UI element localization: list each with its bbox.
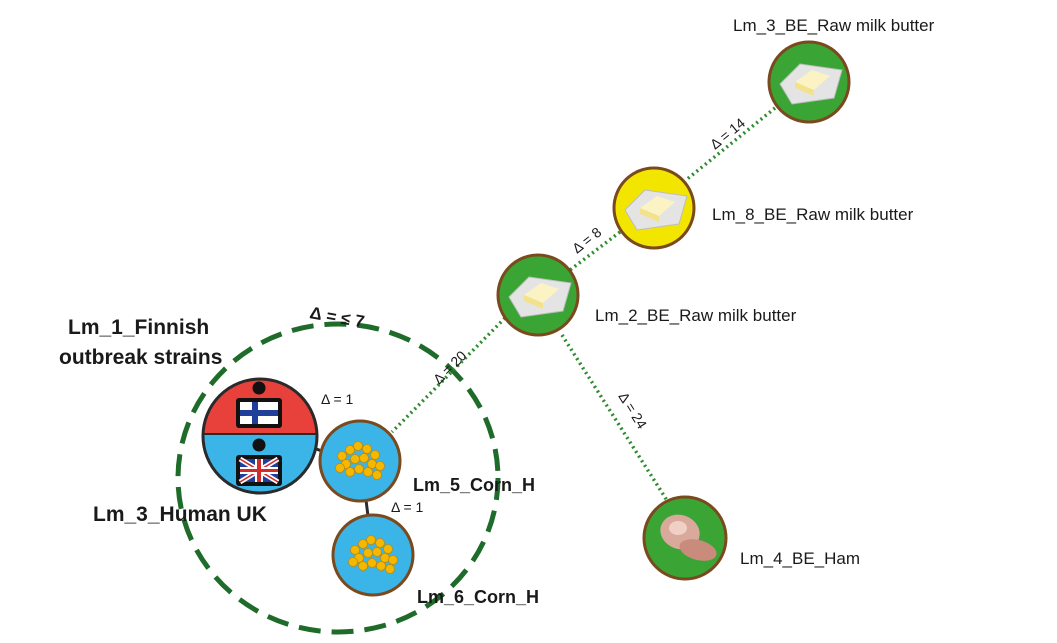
edges xyxy=(390,106,777,503)
node-lm8-butter[interactable] xyxy=(612,166,696,250)
label-lm5-corn: Lm_5_Corn_H xyxy=(413,475,535,495)
edge-label-lm2-lm4: Δ = 24 xyxy=(615,389,650,432)
edge-label-lm5-lm6: Δ = 1 xyxy=(391,499,424,515)
butter-icon xyxy=(779,63,843,105)
edge-lm3-lm8 xyxy=(684,106,777,182)
edge-lm2-lm5 xyxy=(390,316,507,434)
label-lm3-butter: Lm_3_BE_Raw milk butter xyxy=(733,16,935,35)
ham-icon xyxy=(660,514,717,561)
label-human-top-line1: Lm_1_Finnish xyxy=(68,316,209,339)
finland-flag-person-icon xyxy=(236,381,282,428)
edge-label-human-lm5: Δ = 1 xyxy=(321,391,354,407)
node-lm5-corn[interactable] xyxy=(318,419,402,503)
butter-icon xyxy=(508,276,572,318)
label-lm2-butter: Lm_2_BE_Raw milk butter xyxy=(595,306,797,325)
cluster-boundary xyxy=(175,321,501,635)
label-human-top-line2: outbreak strains xyxy=(59,346,222,369)
cluster-label: Δ = ≤ 7 xyxy=(308,303,366,331)
label-lm4-ham: Lm_4_BE_Ham xyxy=(740,549,860,568)
label-lm8-butter: Lm_8_BE_Raw milk butter xyxy=(712,205,914,224)
butter-icon xyxy=(624,189,688,231)
edge-lm5-lm6 xyxy=(364,499,370,517)
node-lm6-corn[interactable] xyxy=(331,513,415,597)
edge-label-lm8-lm2: Δ = 8 xyxy=(569,224,604,257)
corn-icon xyxy=(335,441,385,480)
label-lm6-corn: Lm_6_Corn_H xyxy=(417,587,539,607)
uk-flag-person-icon xyxy=(236,438,282,486)
corn-icon xyxy=(348,535,398,574)
node-lm2-butter[interactable] xyxy=(496,253,580,337)
label-human-bottom: Lm_3_Human UK xyxy=(93,503,267,526)
node-lm4-ham[interactable] xyxy=(642,495,728,581)
node-human[interactable] xyxy=(200,376,320,496)
node-lm3-butter[interactable] xyxy=(767,40,851,124)
edge-lm2-lm4 xyxy=(560,334,670,503)
